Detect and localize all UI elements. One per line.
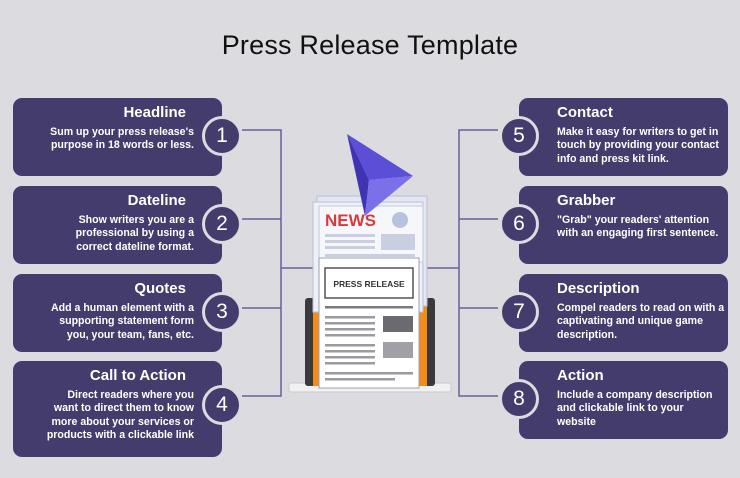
- card-contact: Contact Make it easy for writers to get …: [499, 98, 728, 176]
- page-title: Press Release Template: [221, 30, 519, 60]
- step-number-badge: 8: [499, 379, 539, 419]
- card-text: Show writers you are a professional by u…: [75, 214, 194, 253]
- card-description: Description Compel readers to read on wi…: [499, 274, 728, 352]
- card-heading: Action: [557, 367, 604, 384]
- card-heading: Dateline: [127, 192, 186, 209]
- step-number-badge: 6: [499, 204, 539, 244]
- step-number-badge: 7: [499, 292, 539, 332]
- card-heading: Call to Action: [89, 367, 186, 384]
- card-text: Sum up your press release's purpose in 1…: [50, 126, 194, 152]
- press-release-label: PRESS RELEASE: [333, 279, 405, 289]
- card-text: Direct readers where you want to direct …: [46, 389, 194, 442]
- news-label: NEWS: [325, 211, 376, 230]
- step-number-badge: 5: [499, 116, 539, 156]
- card-call-to-action: Call to Action Direct readers where you …: [13, 361, 242, 457]
- card-text: Make it easy for writers to get in touch…: [557, 126, 719, 165]
- card-text: Include a company description and clicka…: [557, 389, 713, 428]
- card-text: Compel readers to read on with a captiva…: [557, 302, 725, 341]
- card-action: Action Include a company description and…: [499, 361, 728, 439]
- card-heading: Description: [557, 280, 640, 297]
- press-release-illustration: NEWS PRESS RELEASE: [288, 134, 452, 393]
- step-number-badge: 2: [202, 204, 242, 244]
- card-heading: Headline: [123, 104, 186, 121]
- step-number-badge: 1: [202, 116, 242, 156]
- card-heading: Quotes: [134, 280, 186, 297]
- press-release-document: PRESS RELEASE: [318, 257, 420, 389]
- step-number-badge: 4: [202, 385, 242, 425]
- step-number-badge: 3: [202, 292, 242, 332]
- card-headline: Headline Sum up your press release's pur…: [13, 98, 242, 176]
- card-quotes: Quotes Add a human element with a suppor…: [13, 274, 242, 352]
- card-heading: Contact: [557, 104, 613, 121]
- card-grabber: Grabber "Grab" your readers' attention w…: [499, 186, 728, 264]
- card-text: Add a human element with a supporting st…: [50, 302, 194, 341]
- news-sheet: NEWS: [318, 205, 424, 263]
- card-heading: Grabber: [557, 192, 616, 209]
- paper-plane-icon: [347, 134, 413, 216]
- card-text: "Grab" your readers' attention with an e…: [557, 214, 719, 240]
- card-dateline: Dateline Show writers you are a professi…: [13, 186, 242, 264]
